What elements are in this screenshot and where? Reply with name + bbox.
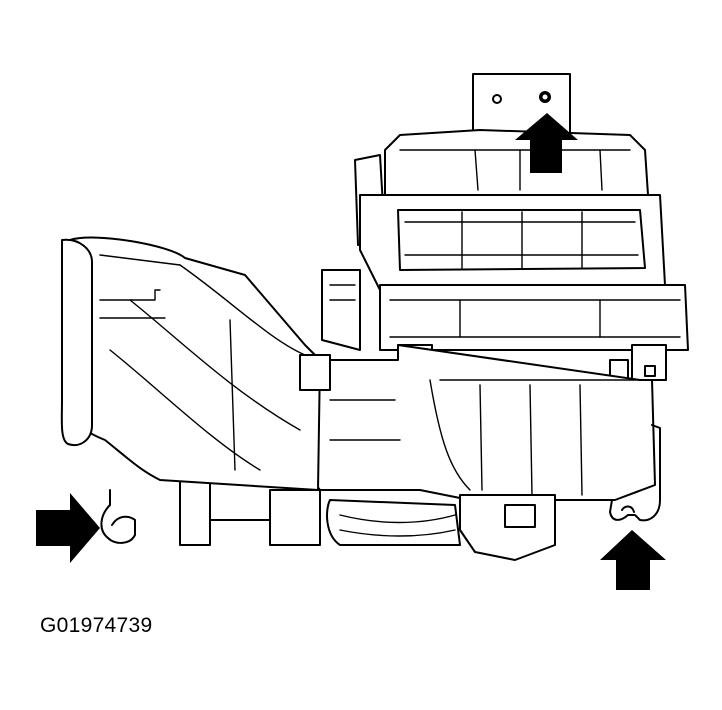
top-arrow [515, 113, 578, 173]
figure-caption: G01974739 [40, 614, 153, 637]
bracket-hole [492, 94, 502, 104]
intake-duct [60, 236, 331, 491]
filter-cover-plate [379, 284, 689, 351]
duct-flange [60, 238, 93, 446]
right-hook-clip [609, 424, 661, 522]
left-arrow [36, 493, 100, 563]
upper-duct-housing [354, 129, 649, 246]
bottom-right-arrow [600, 530, 666, 590]
lower-brackets [179, 479, 321, 546]
blower-motor [326, 494, 556, 561]
side-bracket [321, 269, 361, 351]
left-hook-clip [100, 489, 136, 544]
blower-case [304, 344, 656, 501]
case-upper-body [359, 194, 666, 291]
